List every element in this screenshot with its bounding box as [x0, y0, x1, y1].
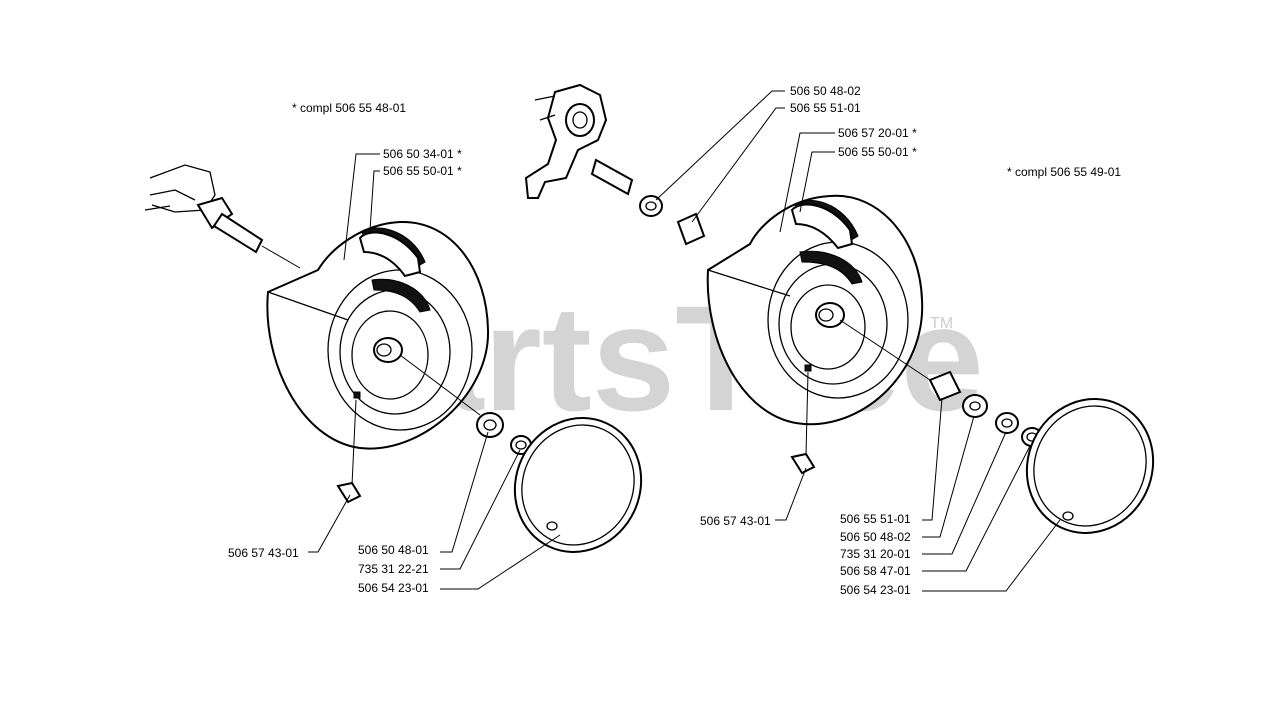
right-washers: [839, 319, 1043, 447]
right-label-735-31-20-01: 735 31 20-01: [840, 547, 911, 561]
right-spindle: [524, 83, 706, 246]
left-label-506-54-23-01: 506 54 23-01: [358, 581, 429, 595]
right-label-506-55-50-01: 506 55 50-01 *: [838, 145, 917, 159]
right-label-506-57-43-01: 506 57 43-01: [700, 514, 771, 528]
left-pin: [336, 399, 362, 504]
right-pin: [790, 371, 816, 475]
left-label-506-50-34-01: 506 50 34-01 *: [383, 147, 462, 161]
right-label-506-57-20-01: 506 57 20-01 *: [838, 126, 917, 140]
right-label-506-50-48-02: 506 50 48-02: [790, 84, 861, 98]
right-assembly: * compl 506 55 49-01 506 50 48-02 506 55…: [524, 83, 1155, 597]
right-hub-cap: [1025, 398, 1155, 534]
right-label-506-55-51-01-b: 506 55 51-01: [840, 512, 911, 526]
right-wheel: [706, 194, 924, 426]
left-label-506-50-48-01: 506 50 48-01: [358, 543, 429, 557]
right-label-506-55-51-01: 506 55 51-01: [790, 101, 861, 115]
left-label-506-57-43-01: 506 57 43-01: [228, 546, 299, 560]
left-axle-bracket: [144, 164, 301, 269]
left-leaders: [308, 153, 561, 590]
right-compl-note: * compl 506 55 49-01: [1007, 165, 1121, 179]
right-leaders: [655, 90, 1061, 592]
right-label-506-50-48-02-b: 506 50 48-02: [840, 530, 911, 544]
left-compl-note: * compl 506 55 48-01: [292, 101, 406, 115]
left-wheel: [266, 220, 490, 450]
right-label-506-58-47-01: 506 58 47-01: [840, 564, 911, 578]
right-label-506-54-23-01: 506 54 23-01: [840, 583, 911, 597]
left-label-735-31-22-21: 735 31 22-21: [358, 562, 429, 576]
left-hub-cap: [513, 417, 643, 553]
left-label-506-55-50-01: 506 55 50-01 *: [383, 164, 462, 178]
left-assembly: * compl 506 55 48-01 506 50 34-01 * 506 …: [144, 101, 643, 595]
watermark-trademark: TM: [930, 315, 953, 332]
